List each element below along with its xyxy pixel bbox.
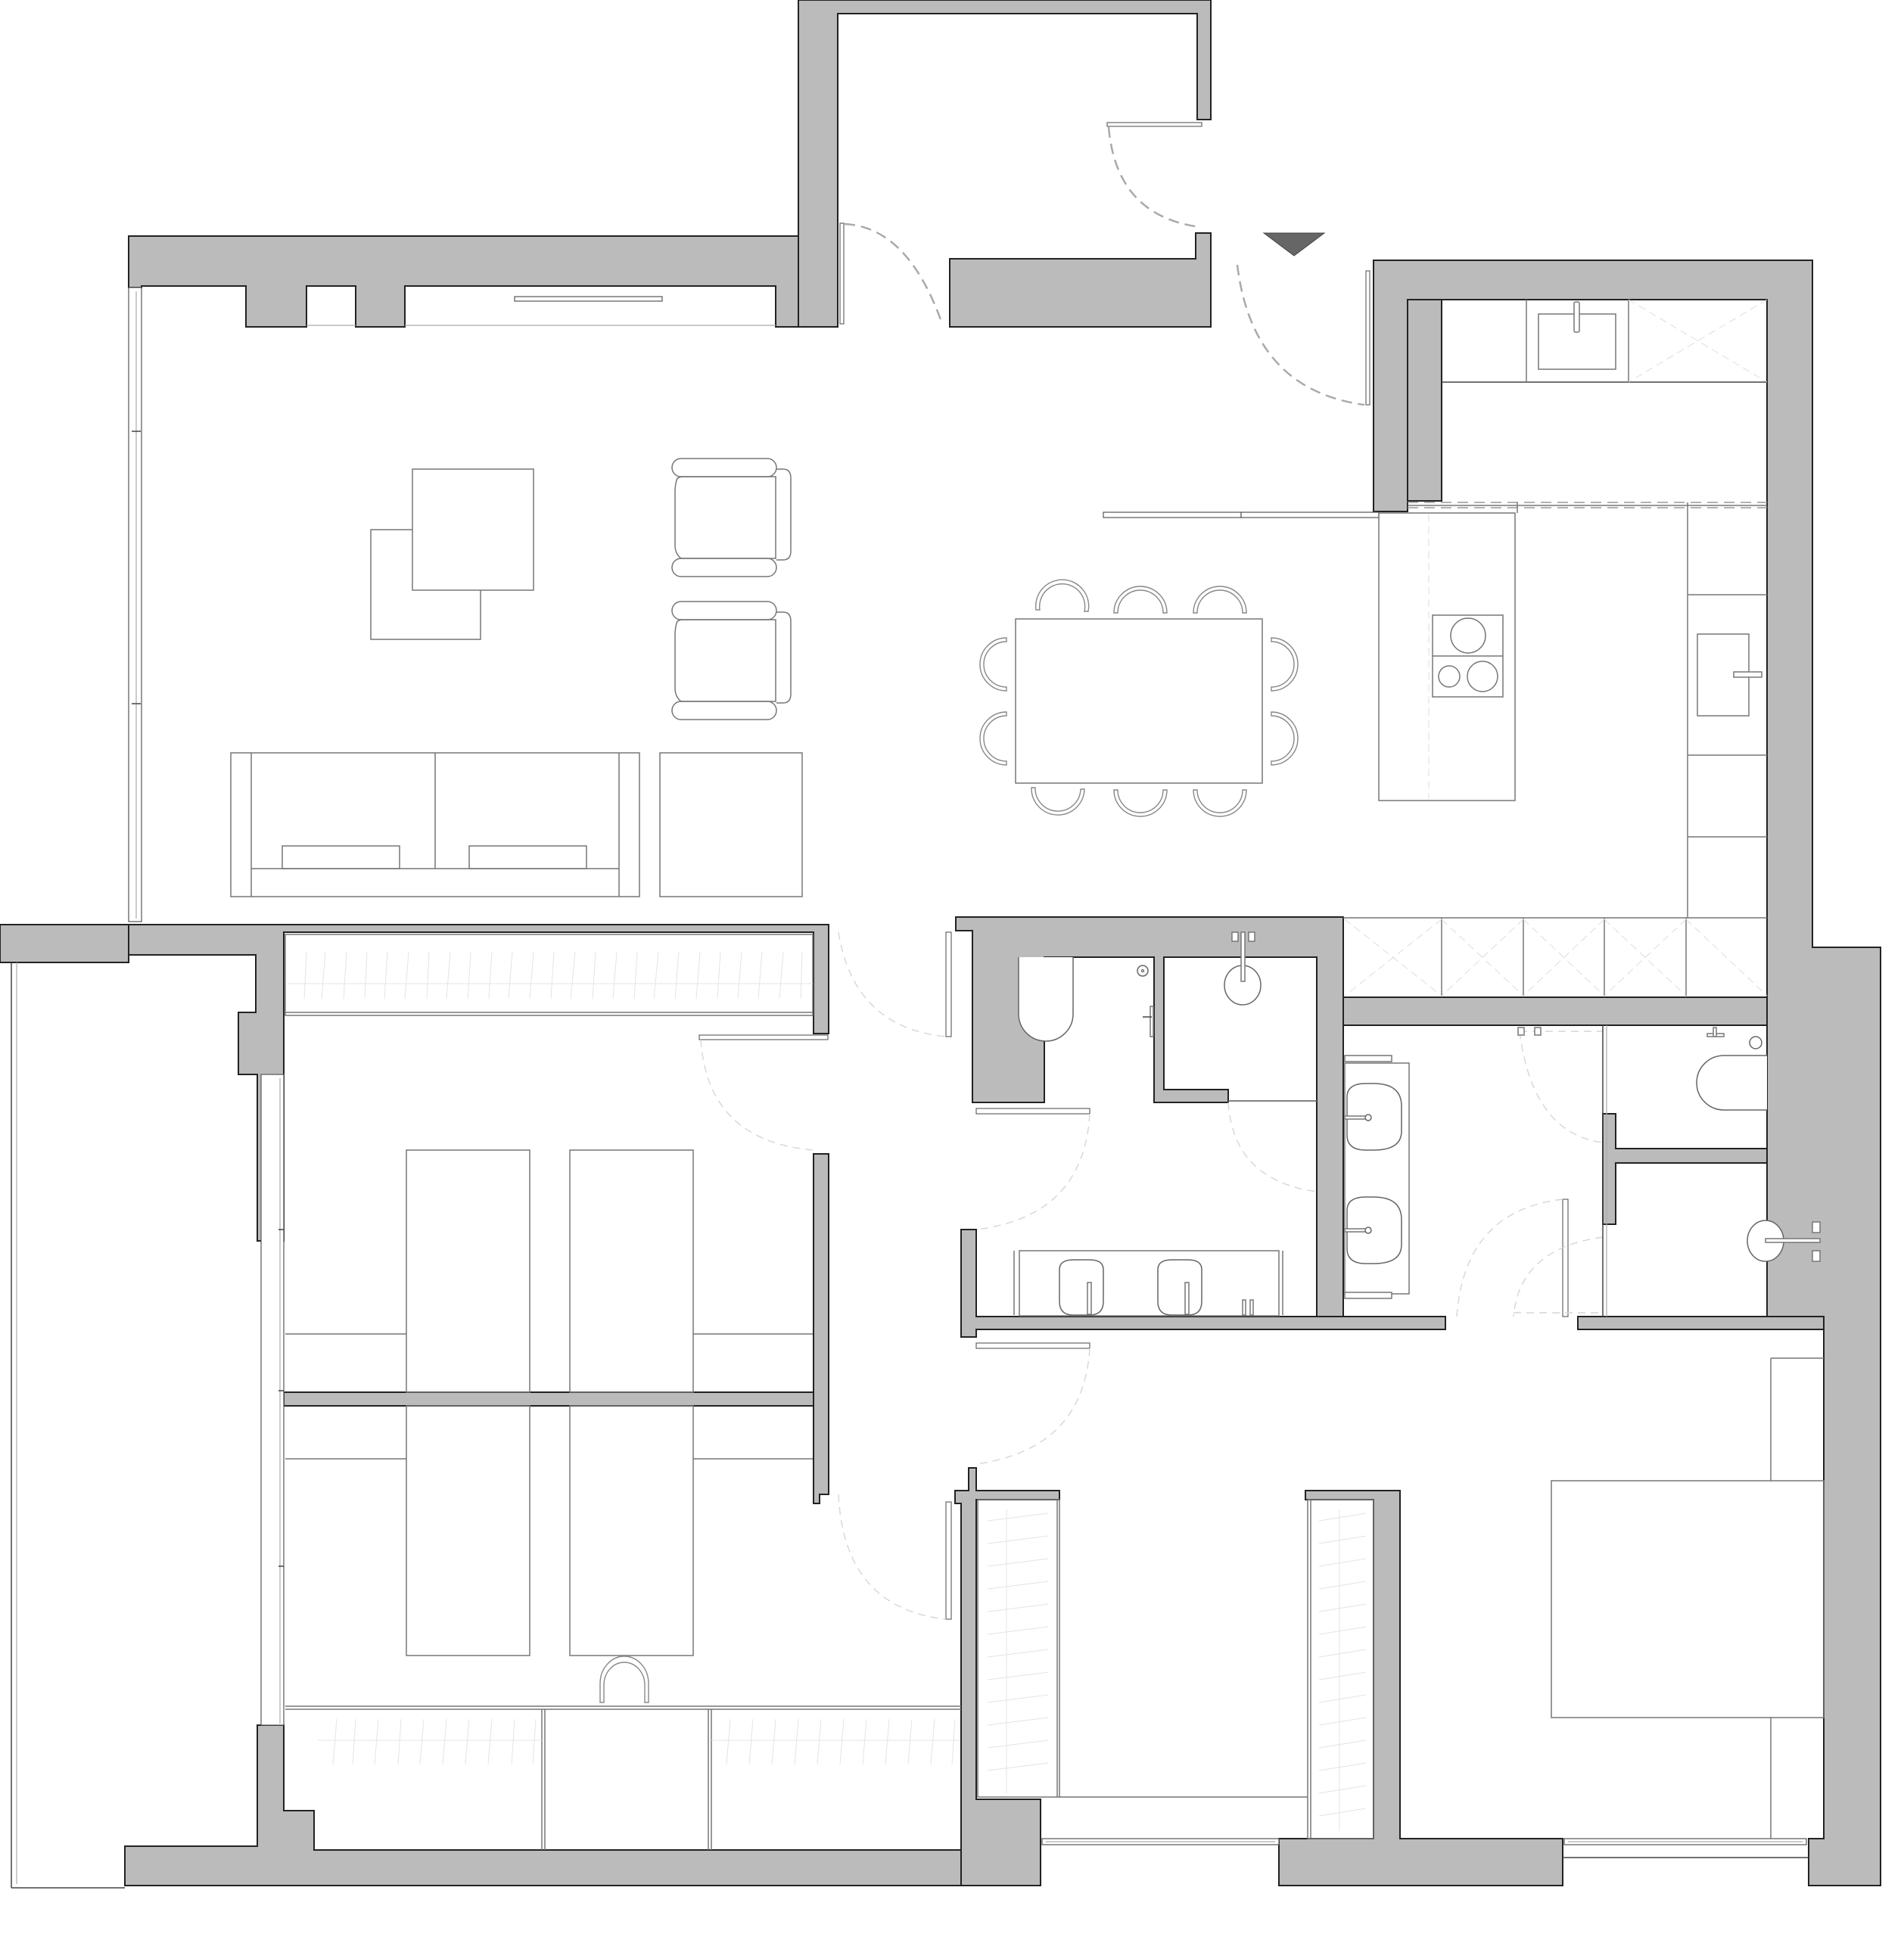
master-bed (1551, 1480, 1825, 1718)
dining-chair (1193, 586, 1247, 614)
door-bedroom1[interactable] (698, 1034, 829, 1151)
bed-2a (406, 1405, 530, 1656)
window-living-north (306, 296, 776, 326)
towel-rail (1150, 1006, 1154, 1037)
dining-chair (979, 711, 1007, 766)
ensuite-fixtures (1344, 1027, 1821, 1299)
coffee-table (412, 468, 534, 591)
door-bath1[interactable] (975, 1108, 1090, 1230)
wall-balcony-cap (0, 924, 129, 963)
shower-head (1224, 931, 1262, 1006)
bed-1b (569, 1149, 694, 1393)
wall-living-north (128, 235, 799, 328)
dining-chair (1034, 579, 1090, 612)
dining-chair (979, 637, 1007, 692)
window-bedroom-west (260, 1074, 285, 1726)
ottoman (659, 752, 803, 897)
side-faucet (1733, 671, 1762, 678)
door-master[interactable] (975, 1342, 1090, 1465)
dining-chair (1271, 637, 1299, 692)
door-ensuite[interactable] (1456, 1199, 1569, 1317)
windows (11, 287, 1809, 1889)
door-main-entry[interactable] (1106, 122, 1202, 229)
desk-chair (599, 1656, 649, 1703)
dining-table (1015, 618, 1263, 784)
wall-bath-south (960, 1229, 1446, 1338)
wall-bedroom-divider (283, 1391, 814, 1407)
ensuite-vanity (1344, 1055, 1410, 1299)
window-master-south-right (1563, 1838, 1809, 1858)
ensuite-wall-taps (1517, 1027, 1542, 1036)
wall-entry-block (949, 232, 1212, 328)
balcony-outline (11, 962, 125, 1889)
door-bath1-shower[interactable] (1227, 1100, 1318, 1192)
door-entry-to-living[interactable] (839, 222, 944, 325)
cooktop (1432, 614, 1504, 698)
ensuite-toilet (1696, 1027, 1767, 1111)
wall-hall-west (813, 1153, 829, 1504)
wall-ensuite-partition (1602, 1113, 1768, 1225)
walls (0, 0, 1881, 1886)
bedroom2-furniture (285, 1405, 961, 1850)
ensuite-shower (1747, 1220, 1821, 1262)
window-master-south-left (1041, 1838, 1280, 1845)
kitchen-faucet (1573, 301, 1580, 333)
dining-chair (1193, 789, 1247, 817)
wall-kitchen-outer (1373, 260, 1881, 1886)
sofa (230, 752, 640, 897)
sliding-partition[interactable] (1103, 511, 1380, 518)
wall-master-west (954, 1467, 1060, 1886)
dining-chair (1031, 787, 1085, 816)
armchair-2 (671, 601, 792, 720)
doors (698, 122, 1607, 1620)
kitchen-island (1378, 512, 1516, 801)
armchair-1 (671, 458, 792, 577)
door-bedroom2[interactable] (838, 1494, 952, 1620)
wall-master-closet (1278, 1490, 1563, 1886)
bedroom1-wardrobe (285, 934, 814, 1016)
wall-kitchen-pillar (1407, 299, 1442, 502)
bed-1a (406, 1149, 530, 1393)
master-wardrobe-right (1307, 1499, 1374, 1839)
wall-living-south (0, 924, 829, 1242)
wall-bedroom2-south (124, 1724, 962, 1886)
toilet (1018, 957, 1149, 1042)
bedroom1-furniture (285, 934, 814, 1393)
dining-chair (1271, 711, 1299, 766)
bedroom2-storage (285, 1705, 961, 1850)
dining-chair (1113, 586, 1168, 614)
double-vanity (1013, 1250, 1283, 1317)
window-living-west (128, 287, 142, 922)
living-room-furniture (230, 458, 803, 897)
master-wardrobe-left (977, 1499, 1060, 1798)
door-ensuite-wc[interactable] (1519, 1031, 1604, 1143)
door-entry-to-kitchen[interactable] (1236, 264, 1370, 406)
bathroom1-fixtures (1013, 931, 1317, 1317)
bed-2b (569, 1405, 694, 1656)
kitchen-furniture (1343, 299, 1768, 997)
dining-furniture (979, 579, 1299, 817)
door-ensuite-shower[interactable] (1513, 1025, 1607, 1317)
master-bedroom-furniture (977, 1357, 1825, 1839)
entry-arrow-icon (1262, 232, 1326, 257)
wall-ensuite-south (1577, 1316, 1825, 1330)
door-hall-bath[interactable] (838, 931, 952, 1037)
wall-kitchen-ensuite-divider (1342, 996, 1768, 1026)
dining-chair (1113, 789, 1168, 817)
